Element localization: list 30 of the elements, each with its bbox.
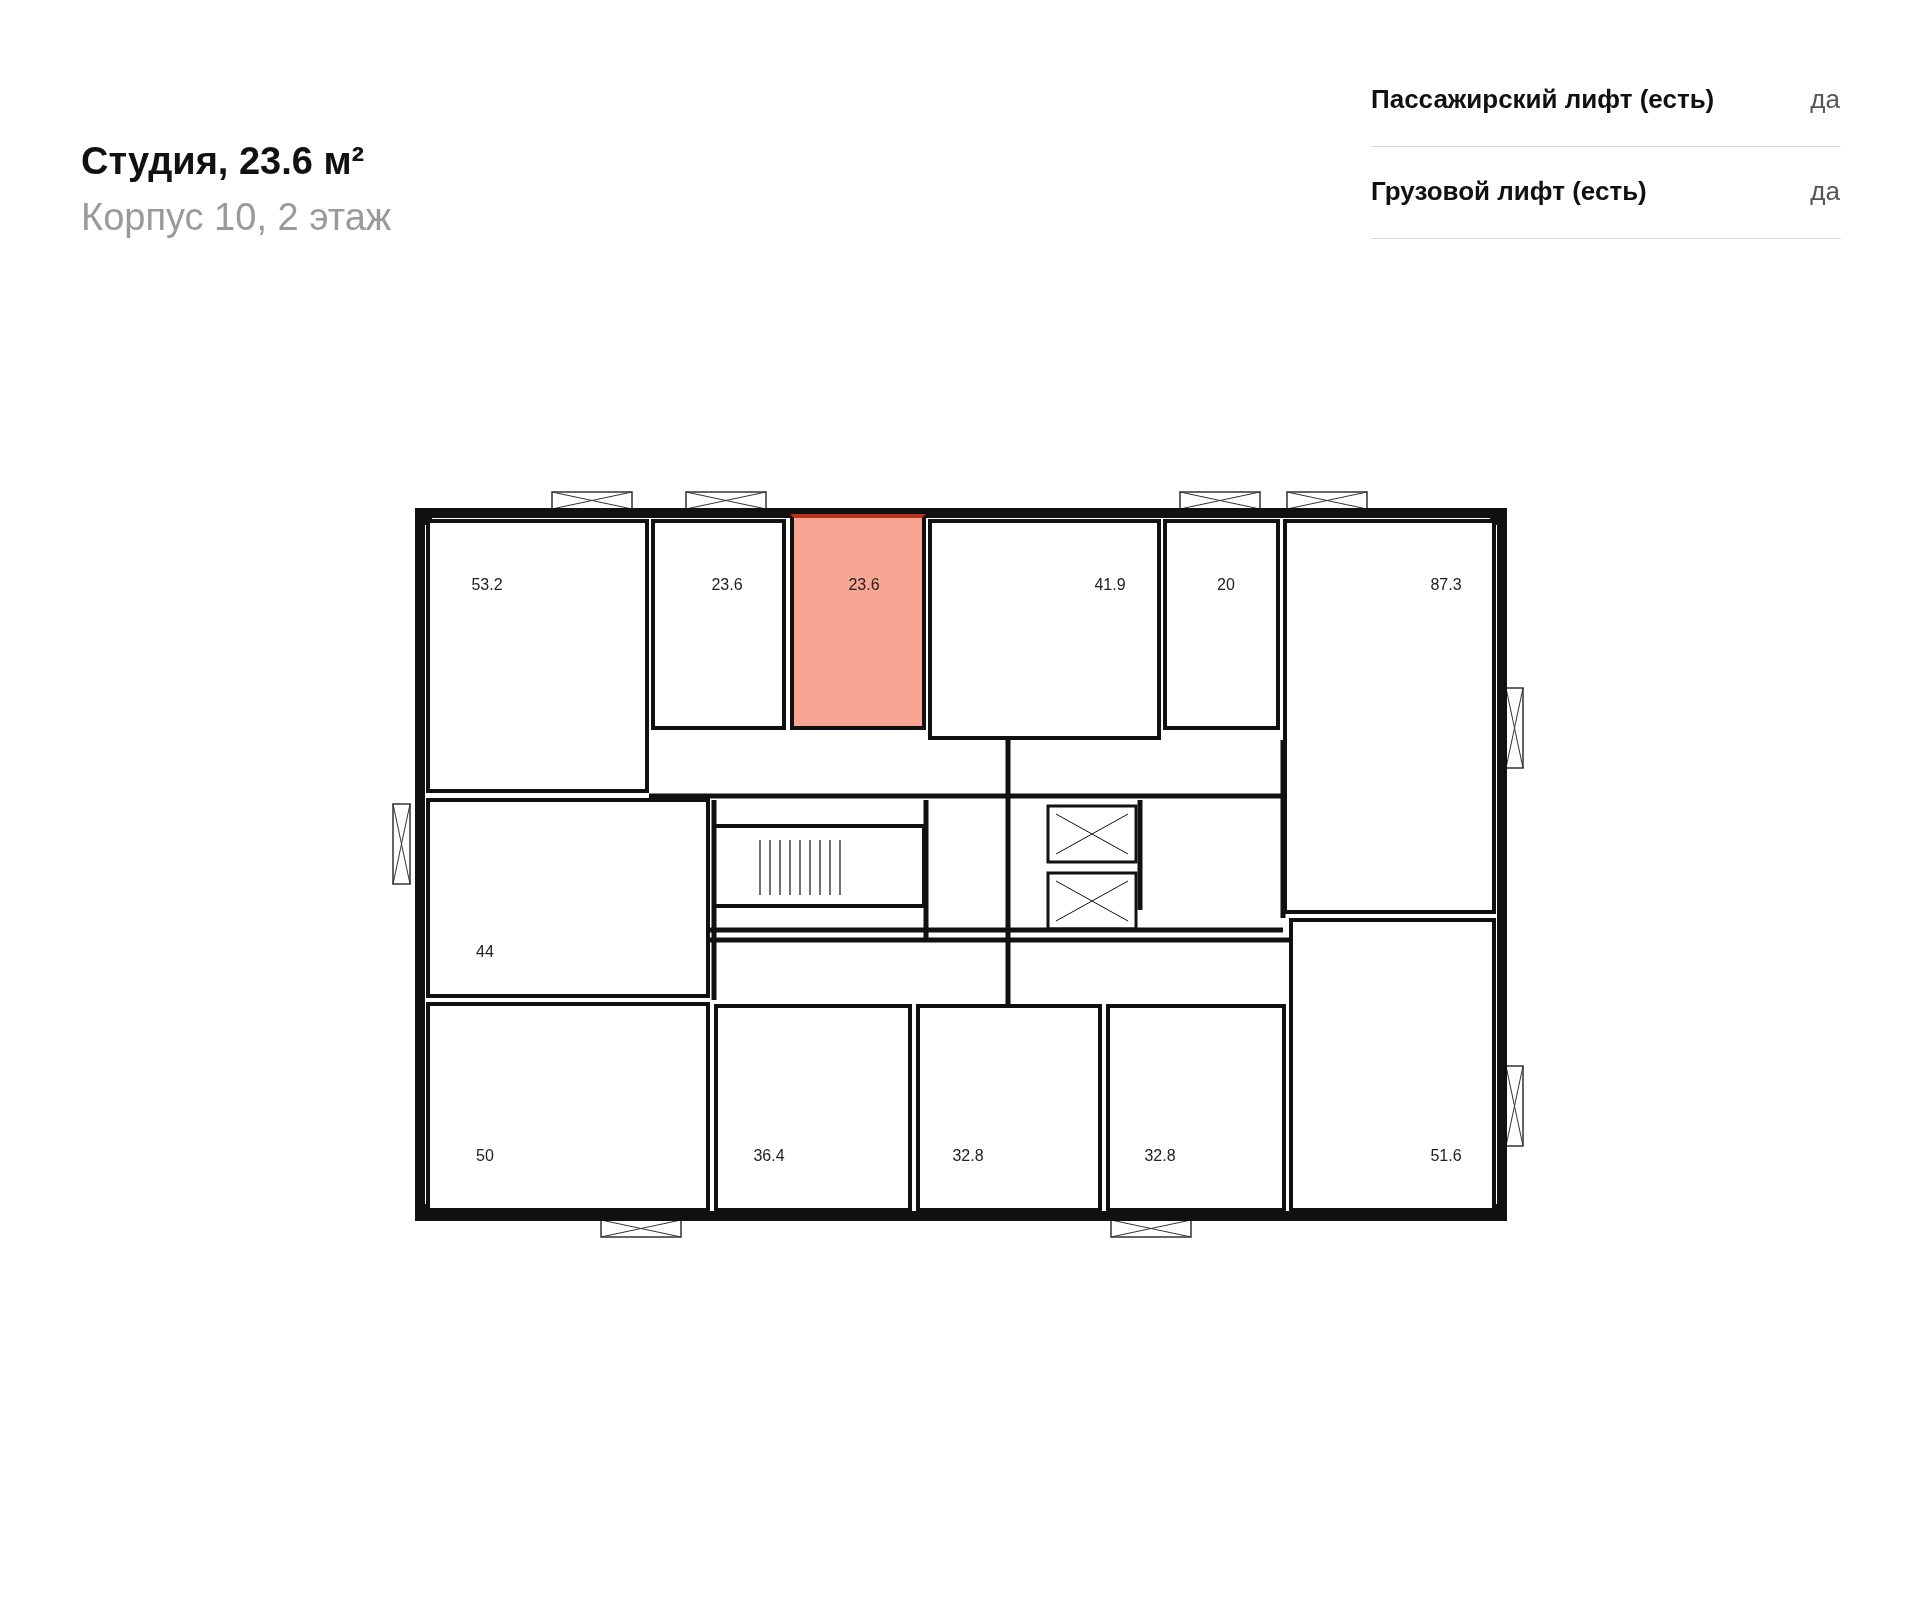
- apartment-room: [916, 1004, 1102, 1212]
- area-value: 41.9: [1094, 576, 1126, 594]
- area-value: 53.2: [471, 576, 503, 594]
- apartment-room: [714, 1004, 912, 1212]
- area-value: 51.6: [1430, 1147, 1462, 1165]
- selected-apartment: [790, 514, 926, 730]
- feature-name: Пассажирский лифт (есть): [1371, 84, 1715, 115]
- apartment-room: [426, 519, 649, 793]
- apartment-room: [1283, 519, 1496, 914]
- apartment-room: [928, 519, 1161, 740]
- apartment-room: [1106, 1004, 1286, 1212]
- area-value: 23.6: [848, 576, 880, 594]
- apartment-room: [651, 519, 786, 730]
- area-value: 44: [476, 943, 494, 961]
- apartment-room: [1289, 918, 1496, 1212]
- area-value: 32.8: [1144, 1147, 1176, 1165]
- area-value: 23.6: [711, 576, 743, 594]
- apartment-room: [1163, 519, 1280, 730]
- feature-name: Грузовой лифт (есть): [1371, 176, 1647, 207]
- apartment-room: [426, 798, 710, 998]
- area-value: 50: [476, 1147, 494, 1165]
- area-value: 87.3: [1430, 576, 1462, 594]
- area-value: 32.8: [952, 1147, 984, 1165]
- title: Студия, 23.6 м²: [81, 140, 365, 183]
- subtitle: Корпус 10, 2 этаж: [81, 196, 392, 239]
- feature-value: да: [1810, 176, 1840, 207]
- area-value: 20: [1217, 576, 1235, 594]
- apartment-room: [426, 1002, 710, 1212]
- area-value: 36.4: [753, 1147, 785, 1165]
- feature-value: да: [1810, 84, 1840, 115]
